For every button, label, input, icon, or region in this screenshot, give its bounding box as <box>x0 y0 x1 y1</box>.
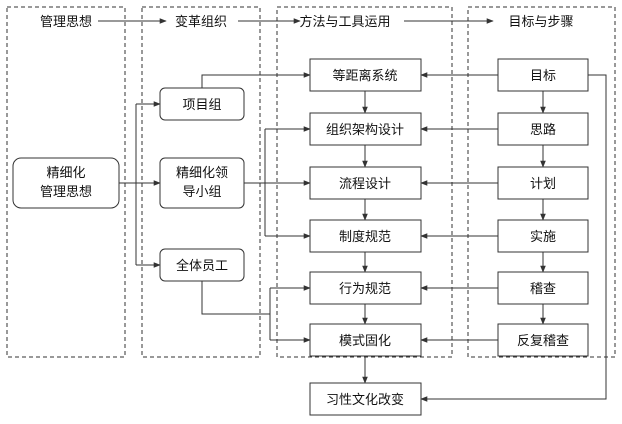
node-method-system-rules-label: 制度规范 <box>339 229 391 245</box>
column-header-steps: 目标与步骤 <box>508 15 573 30</box>
column-header-methods: 方法与工具运用 <box>299 14 390 30</box>
column-header-thought: 管理思想 <box>40 14 92 30</box>
node-step-implement-label: 实施 <box>530 230 556 245</box>
node-step-goal <box>497 58 589 92</box>
column-frame-steps <box>467 6 616 358</box>
node-step-audit <box>497 271 589 305</box>
node-method-org-design <box>309 112 422 146</box>
node-method-solidify-label: 模式固化 <box>339 334 391 349</box>
node-step-goal-label: 目标 <box>530 69 556 84</box>
node-step-audit-label: 稽查 <box>530 282 556 297</box>
node-method-equidistant <box>309 58 422 92</box>
node-step-repeat-audit-label: 反复稽查 <box>517 334 569 349</box>
node-step-repeat-audit <box>497 323 589 357</box>
node-leader-group-label-1: 精细化领 <box>176 166 228 181</box>
node-method-org-design-label: 组织架构设计 <box>326 123 404 138</box>
node-all-staff-label: 全体员工 <box>176 258 228 274</box>
node-result-label: 习性文化改变 <box>326 392 404 408</box>
node-step-plan-label: 计划 <box>530 177 556 192</box>
node-step-plan <box>497 166 589 200</box>
node-project-group-label: 项目组 <box>182 98 221 113</box>
connector-project-to-equidistant <box>201 72 311 88</box>
node-method-behavior-rules-label: 行为规范 <box>339 282 391 297</box>
node-method-process-design-label: 流程设计 <box>339 177 391 192</box>
column-frame-org <box>141 6 261 358</box>
node-result <box>309 382 422 416</box>
column-frame-thought <box>6 6 126 358</box>
node-method-process-design <box>309 166 422 200</box>
node-thought-label-2: 管理思想 <box>40 184 92 200</box>
node-thought-label-1: 精细化 <box>46 166 85 181</box>
node-step-implement <box>497 219 589 253</box>
connector-staff-out <box>201 281 270 315</box>
column-header-org: 变革组织 <box>175 14 227 30</box>
node-method-system-rules <box>309 219 422 253</box>
node-method-behavior-rules <box>309 271 422 305</box>
connector-goal-to-result <box>420 74 607 402</box>
node-step-approach-label: 思路 <box>530 122 556 138</box>
node-method-equidistant-label: 等距离系统 <box>332 68 397 84</box>
node-leader-group-label-2: 导小组 <box>182 185 221 200</box>
